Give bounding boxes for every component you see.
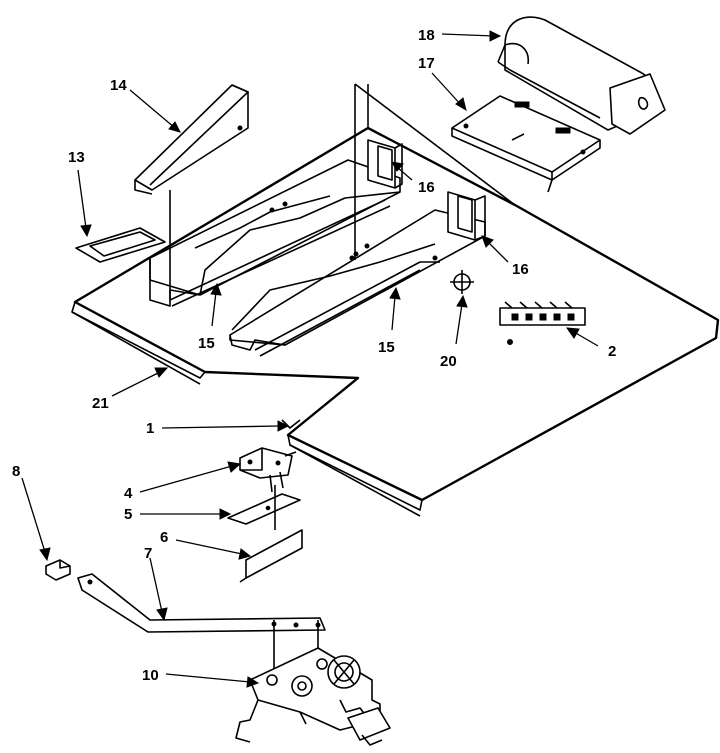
fan-motor-18 xyxy=(497,16,666,135)
callout-15-left: 15 xyxy=(198,335,215,352)
bracket-13 xyxy=(75,227,166,263)
callout-14: 14 xyxy=(110,77,127,94)
callout-16-lower: 16 xyxy=(512,261,529,278)
callout-labels: 18 17 14 13 16 16 15 15 20 2 21 1 8 4 5 … xyxy=(12,27,616,684)
insulator-5 xyxy=(227,485,301,530)
callout-8: 8 xyxy=(12,463,20,480)
knob-8 xyxy=(45,559,71,581)
callout-1: 1 xyxy=(146,420,154,437)
plate-17 xyxy=(451,95,601,193)
callout-15-right: 15 xyxy=(378,339,395,356)
shield-14 xyxy=(134,84,249,300)
mechanism-10 xyxy=(235,647,391,746)
callout-10: 10 xyxy=(142,667,159,684)
terminal-strip-2 xyxy=(499,301,586,345)
plate-6 xyxy=(239,529,303,583)
callout-5: 5 xyxy=(124,506,132,523)
panel-fold-line xyxy=(354,83,516,206)
callout-20: 20 xyxy=(440,353,457,370)
clip-20 xyxy=(450,270,474,294)
callout-4: 4 xyxy=(124,485,133,502)
callout-13: 13 xyxy=(68,149,85,166)
leader-lines xyxy=(21,30,599,688)
callout-21: 21 xyxy=(92,395,109,412)
switch-4 xyxy=(239,447,297,493)
callout-18: 18 xyxy=(418,27,435,44)
callout-16-upper: 16 xyxy=(418,179,435,196)
base-panel-21 xyxy=(71,126,720,517)
burner-channel-left xyxy=(149,159,401,307)
callout-17: 17 xyxy=(418,55,435,72)
callout-2: 2 xyxy=(608,343,616,360)
callout-7: 7 xyxy=(144,545,152,562)
bracket-16-right xyxy=(447,191,486,241)
callout-6: 6 xyxy=(160,529,168,546)
